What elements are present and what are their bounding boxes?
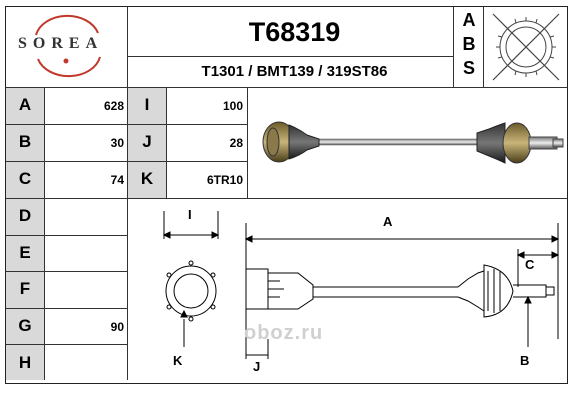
row-letter-i: I xyxy=(144,95,150,114)
row-letter-f: F xyxy=(19,279,31,298)
row-value-k: 6TR10 xyxy=(206,173,243,187)
row-letter-b: B xyxy=(18,132,32,151)
abs-ring-crossed-icon xyxy=(492,13,560,81)
cross-references: T1301 / BMT139 / 319ST86 xyxy=(201,63,388,80)
spec-sheet: SOREA T68319 T1301 / BMT139 / 319ST86 A … xyxy=(5,6,568,384)
dimension-label-a: A xyxy=(383,214,393,229)
row-letter-e: E xyxy=(19,243,31,262)
dimension-label-j: J xyxy=(253,359,261,374)
row-letter-c: C xyxy=(18,169,32,188)
row-letter-h: H xyxy=(18,353,32,372)
row-value-b: 30 xyxy=(110,136,124,150)
part-number: T68319 xyxy=(248,17,341,47)
row-value-a: 628 xyxy=(103,99,124,113)
dimension-label-i: I xyxy=(188,207,192,222)
abs-letter-s: S xyxy=(462,58,475,78)
row-letter-d: D xyxy=(18,206,32,225)
watermark-text: oboz.ru xyxy=(244,322,324,344)
row-value-g: 90 xyxy=(110,320,124,334)
abs-letter-a: A xyxy=(462,10,476,30)
row-value-i: 100 xyxy=(222,99,243,113)
dimension-label-b: B xyxy=(520,353,530,368)
row-letter-j: J xyxy=(142,132,152,151)
abs-letter-b: B xyxy=(462,34,476,54)
row-letter-k: K xyxy=(140,169,154,188)
technical-drawing xyxy=(162,211,560,359)
dimension-label-k: K xyxy=(173,353,183,368)
row-value-j: 28 xyxy=(229,136,243,150)
drive-shaft-image xyxy=(262,121,564,164)
row-value-c: 74 xyxy=(110,173,124,187)
brand-logo: SOREA xyxy=(6,7,127,83)
logo-swoosh-icon xyxy=(35,14,101,78)
dimension-label-c: C xyxy=(525,257,535,272)
row-letter-g: G xyxy=(18,316,32,335)
logo-text: SOREA xyxy=(18,35,104,52)
row-letter-a: A xyxy=(18,95,32,114)
